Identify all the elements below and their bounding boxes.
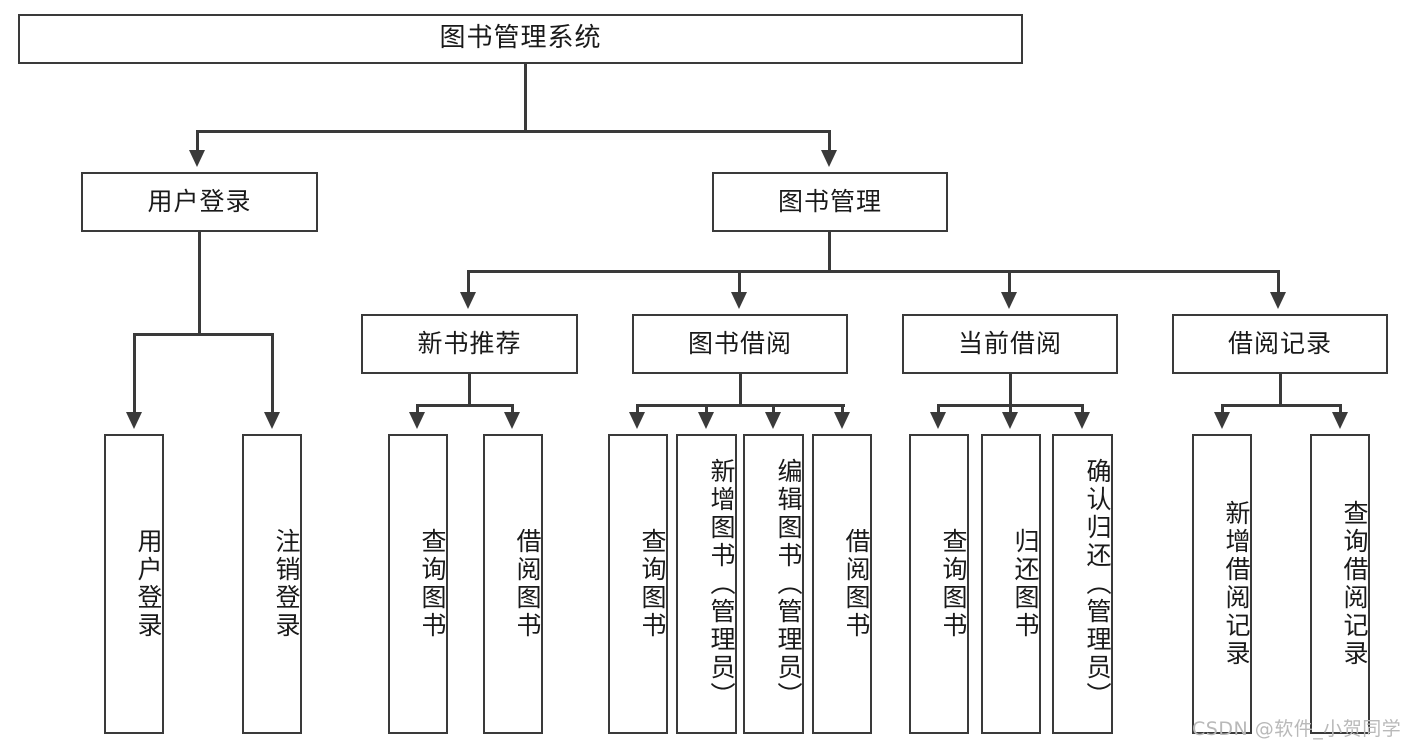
connector-root-trunk xyxy=(524,64,527,132)
leaf-query-book-current[interactable]: 查询图书 xyxy=(909,434,969,734)
node-label: 用户登录 xyxy=(147,187,252,216)
connector-user-login-trunk xyxy=(198,232,201,335)
node-label: 编辑图书（管理员） xyxy=(774,458,803,710)
leaf-edit-book-admin[interactable]: 编辑图书（管理员） xyxy=(743,434,804,734)
connector-to-book-borrow xyxy=(738,270,741,297)
node-label: 归还图书 xyxy=(1011,528,1040,640)
connector-to-leaf-borrow-book-1 xyxy=(511,404,514,418)
node-user-login[interactable]: 用户登录 xyxy=(81,172,318,232)
connector-to-leaf-edit-book xyxy=(772,404,775,418)
node-label: 借阅图书 xyxy=(513,528,542,640)
connector-to-current-borrow xyxy=(1008,270,1011,297)
node-borrow-record[interactable]: 借阅记录 xyxy=(1172,314,1388,374)
connector-new-book-bus xyxy=(417,404,514,407)
leaf-query-book-recommend[interactable]: 查询图书 xyxy=(388,434,448,734)
node-label: 借阅记录 xyxy=(1227,329,1332,358)
node-label: 当前借阅 xyxy=(957,329,1062,358)
leaf-logout-login[interactable]: 注销登录 xyxy=(242,434,302,734)
arrow-down-icon xyxy=(189,150,205,167)
arrow-down-icon xyxy=(1074,412,1090,429)
connector-root-to-user-login xyxy=(196,130,199,156)
connector-book-manage-bus xyxy=(468,270,1278,273)
connector-to-leaf-logout-login xyxy=(271,333,274,417)
connector-book-borrow-trunk xyxy=(739,374,742,406)
node-book-management[interactable]: 图书管理 xyxy=(712,172,948,232)
node-book-borrow[interactable]: 图书借阅 xyxy=(632,314,848,374)
connector-to-leaf-add-book xyxy=(705,404,708,418)
connector-user-login-bus xyxy=(134,333,273,336)
arrow-down-icon xyxy=(460,292,476,309)
arrow-down-icon xyxy=(698,412,714,429)
node-label: 查询图书 xyxy=(638,528,667,640)
arrow-down-icon xyxy=(264,412,280,429)
node-label: 新增借阅记录 xyxy=(1222,500,1251,668)
connector-borrow-record-trunk xyxy=(1279,374,1282,406)
node-label: 确认归还（管理员） xyxy=(1083,458,1112,710)
connector-to-leaf-add-borrow-record xyxy=(1221,404,1224,418)
connector-root-bus xyxy=(196,130,830,133)
leaf-query-book-borrow[interactable]: 查询图书 xyxy=(608,434,668,734)
arrow-down-icon xyxy=(821,150,837,167)
connector-to-new-book-recommend xyxy=(467,270,470,297)
node-label: 图书管理系统 xyxy=(439,23,602,54)
connector-book-manage-trunk xyxy=(828,232,831,273)
node-root-book-management-system[interactable]: 图书管理系统 xyxy=(18,14,1023,64)
leaf-add-book-admin[interactable]: 新增图书（管理员） xyxy=(676,434,737,734)
node-label: 注销登录 xyxy=(272,528,301,640)
arrow-down-icon xyxy=(731,292,747,309)
arrow-down-icon xyxy=(1001,292,1017,309)
arrow-down-icon xyxy=(1002,412,1018,429)
connector-new-book-trunk xyxy=(468,374,471,406)
node-label: 新增图书（管理员） xyxy=(707,458,736,710)
connector-current-borrow-trunk xyxy=(1009,374,1012,406)
arrow-down-icon xyxy=(629,412,645,429)
connector-to-borrow-record xyxy=(1277,270,1280,297)
node-label: 借阅图书 xyxy=(842,528,871,640)
node-label: 新书推荐 xyxy=(417,329,522,358)
arrow-down-icon xyxy=(1214,412,1230,429)
node-label: 查询图书 xyxy=(939,528,968,640)
arrow-down-icon xyxy=(1332,412,1348,429)
connector-to-leaf-query-book-1 xyxy=(416,404,419,418)
node-label: 图书借阅 xyxy=(687,329,792,358)
arrow-down-icon xyxy=(1270,292,1286,309)
connector-to-leaf-borrow-book-2 xyxy=(841,404,844,418)
leaf-return-book[interactable]: 归还图书 xyxy=(981,434,1041,734)
arrow-down-icon xyxy=(409,412,425,429)
leaf-query-borrow-record[interactable]: 查询借阅记录 xyxy=(1310,434,1370,734)
arrow-down-icon xyxy=(126,412,142,429)
connector-to-leaf-query-borrow-record xyxy=(1339,404,1342,418)
connector-to-leaf-user-login xyxy=(133,333,136,417)
arrow-down-icon xyxy=(930,412,946,429)
node-label: 查询图书 xyxy=(418,528,447,640)
node-label: 图书管理 xyxy=(777,187,882,216)
connector-borrow-record-bus xyxy=(1222,404,1341,407)
connector-root-to-book-manage xyxy=(828,130,831,156)
connector-to-leaf-confirm-return xyxy=(1081,404,1084,418)
arrow-down-icon xyxy=(834,412,850,429)
connector-to-leaf-query-book-3 xyxy=(937,404,940,418)
node-label: 用户登录 xyxy=(134,528,163,640)
leaf-borrow-book[interactable]: 借阅图书 xyxy=(812,434,872,734)
connector-to-leaf-query-book-2 xyxy=(636,404,639,418)
leaf-add-borrow-record[interactable]: 新增借阅记录 xyxy=(1192,434,1252,734)
leaf-confirm-return-admin[interactable]: 确认归还（管理员） xyxy=(1052,434,1113,734)
arrow-down-icon xyxy=(504,412,520,429)
connector-book-borrow-bus xyxy=(637,404,845,407)
leaf-borrow-book-recommend[interactable]: 借阅图书 xyxy=(483,434,543,734)
node-current-borrow[interactable]: 当前借阅 xyxy=(902,314,1118,374)
node-new-book-recommend[interactable]: 新书推荐 xyxy=(361,314,578,374)
arrow-down-icon xyxy=(765,412,781,429)
leaf-user-login[interactable]: 用户登录 xyxy=(104,434,164,734)
node-label: 查询借阅记录 xyxy=(1340,500,1369,668)
connector-to-leaf-return-book xyxy=(1009,404,1012,418)
